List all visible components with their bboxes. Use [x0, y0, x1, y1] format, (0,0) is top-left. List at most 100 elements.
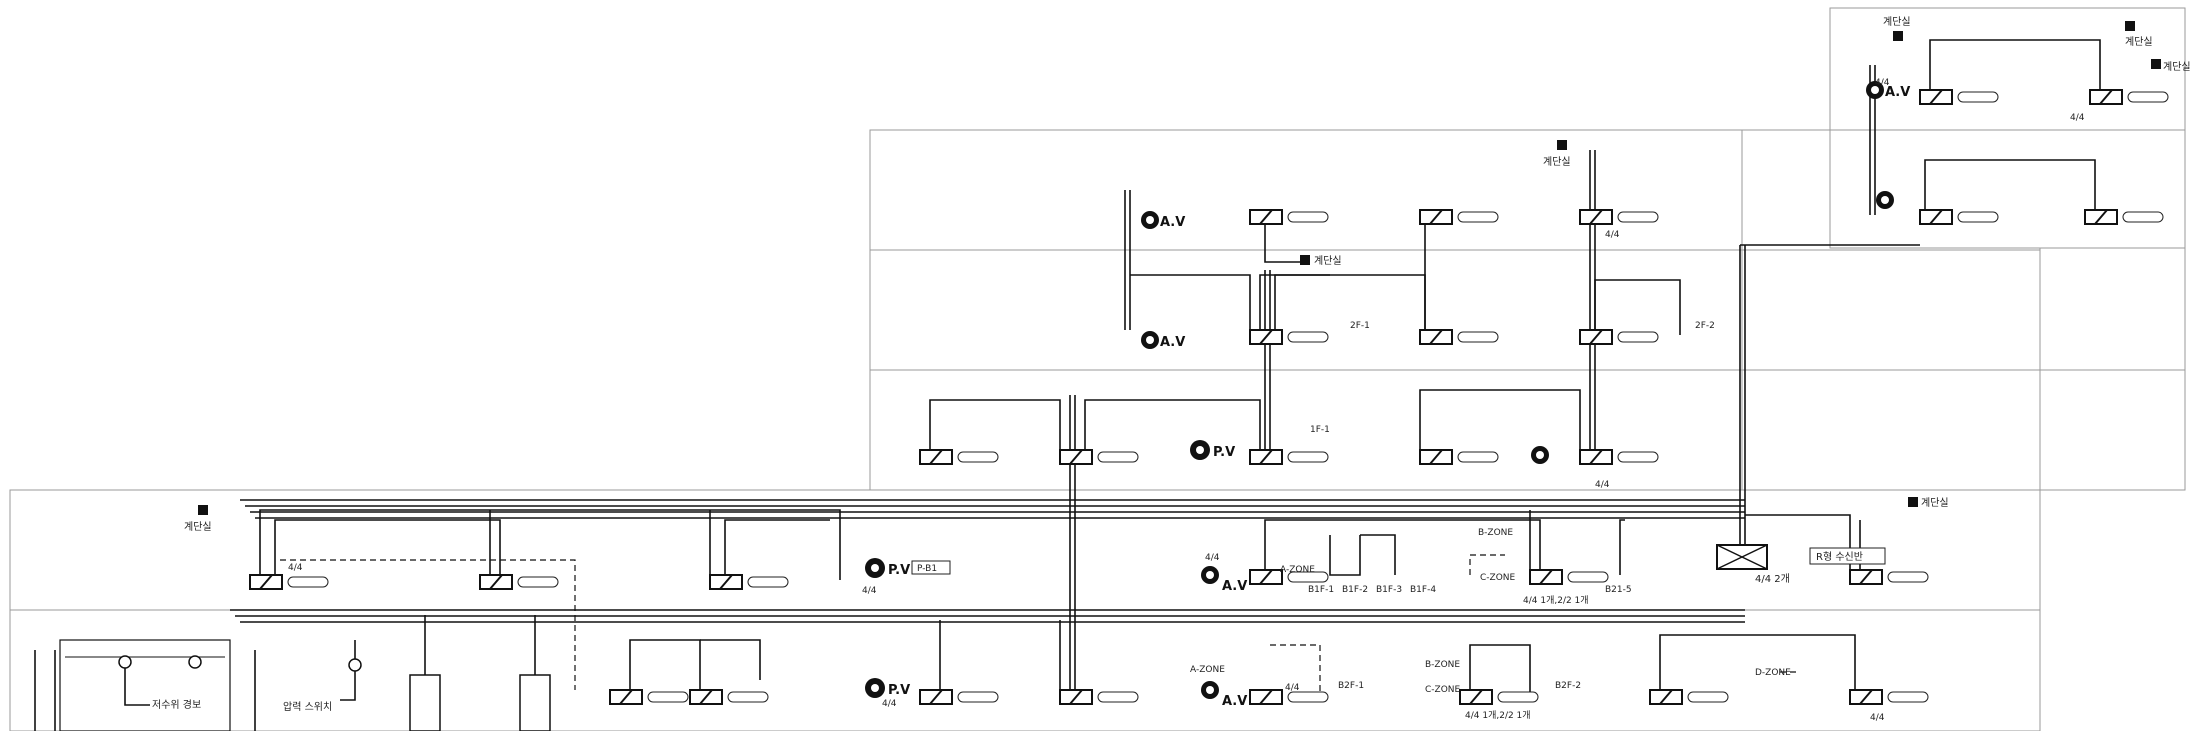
- zone-b-label: B-ZONE: [1425, 660, 1460, 670]
- valve-station-icon: [1419, 449, 1499, 465]
- zone-c-label: C-ZONE: [1480, 573, 1516, 583]
- ratio-mix-label: 4/4 1개,2/2 1개: [1465, 710, 1531, 721]
- valve-station-icon: [919, 689, 999, 705]
- tank-icon: [409, 674, 441, 731]
- alarm-valve-icon: [1201, 681, 1219, 699]
- fire-panel-label: R형 수신반: [1816, 551, 1863, 563]
- zone-label-b2f-2: B2F-2: [1555, 681, 1581, 691]
- av-label-b1: A.V: [1222, 579, 1247, 594]
- alarm-valve-icon: [1141, 331, 1159, 349]
- valve-station-icon: [1059, 689, 1139, 705]
- valve-station-icon: [689, 689, 769, 705]
- zone-c-label: C-ZONE: [1425, 685, 1461, 695]
- valve-station-icon: [2084, 209, 2164, 225]
- valve-stations: [249, 89, 2169, 705]
- valve-station-icon: [1649, 689, 1729, 705]
- preaction-valve-icon: [1190, 440, 1210, 460]
- stair-label-b1-left: 계단실: [184, 521, 212, 533]
- zone-b-label: B-ZONE: [1478, 528, 1513, 538]
- zone-a-label: A-ZONE: [1280, 565, 1315, 575]
- ratio-label: 4/4: [1595, 480, 1610, 490]
- zone-label-b1f-1: B1F-1: [1308, 585, 1334, 595]
- signal-lines: [280, 554, 1800, 700]
- valve-station-icon: [1849, 569, 1929, 585]
- stair-marker-icon: [1893, 31, 1903, 41]
- annotations: 4/4 4/4 4/4 4/4 4/4 4/4 4/4 4/4 4/4 4/4 …: [288, 78, 2085, 723]
- zone-label-b1f-5: B21-5: [1605, 585, 1632, 595]
- pressure-switch-label: 압력 스위치: [283, 700, 332, 713]
- pump-icon: [118, 655, 132, 669]
- valve-station-icon: [479, 574, 559, 590]
- pump-room: 저수위 경보 압력 스위치: [34, 639, 551, 731]
- valve-station-icon: [1249, 569, 1329, 585]
- fire-receiver-panel: R형 수신반 4/4 2개: [1716, 544, 1886, 585]
- ratio-label: 4/4: [288, 563, 303, 573]
- zone-a-label: A-ZONE: [1190, 665, 1225, 675]
- alarm-valve-icon: [1876, 191, 1894, 209]
- stair-label-b1-right: 계단실: [1921, 497, 1949, 509]
- ratio-label: 4/4: [1875, 78, 1890, 88]
- valve-station-icon: [1579, 209, 1659, 225]
- ratio-mix-label: 4/4 1개,2/2 1개: [1523, 595, 1589, 606]
- roof-frame: [1829, 7, 2186, 249]
- valve-station-icon: [1579, 329, 1659, 345]
- av-label-roof: A.V: [1885, 85, 1910, 100]
- zone-label-b1f-4: B1F-4: [1410, 585, 1436, 595]
- valve-station-icon: [1579, 449, 1659, 465]
- stair-markers: 계단실 계단실 계단실 계단실 계단실 계단실 계단실: [184, 16, 2191, 533]
- zone-label-1f-1: 1F-1: [1310, 425, 1330, 435]
- valve-station-icon: [1419, 329, 1499, 345]
- branch-loops: [259, 39, 2101, 695]
- stair-marker-icon: [198, 505, 208, 515]
- valve-station-icon: [1849, 689, 1929, 705]
- valve-station-icon: [1059, 449, 1139, 465]
- av-label-2f: A.V: [1160, 215, 1185, 230]
- preaction-valve-icon: [865, 558, 885, 578]
- valve-station-icon: [1249, 329, 1329, 345]
- alarm-valve-icon: [1866, 81, 1884, 99]
- stair-label-roof-3: 계단실: [2163, 61, 2191, 73]
- zone-label-b2f-1: B2F-1: [1338, 681, 1364, 691]
- zone-label-b1f-3: B1F-3: [1376, 585, 1402, 595]
- valve-station-icon: [1249, 689, 1329, 705]
- stair-label-3f: 계단실: [1543, 156, 1571, 168]
- valve-station-icon: [1919, 89, 1999, 105]
- alarm-valves: A.V A.V A.V A.V A.V: [1141, 81, 1910, 709]
- valve-station-icon: [609, 689, 689, 705]
- low-water-alarm-label: 저수위 경보: [152, 698, 201, 711]
- alarm-valve-icon: [1141, 211, 1159, 229]
- ratio-label: 4/4: [2070, 113, 2085, 123]
- preaction-valve-icon: [865, 678, 885, 698]
- alarm-valve-icon: [1201, 566, 1219, 584]
- stair-label-roof-1: 계단실: [1883, 16, 1911, 28]
- zone-label-b1f-2: B1F-2: [1342, 585, 1368, 595]
- fire-panel-count: 4/4 2개: [1755, 573, 1790, 585]
- pressure-gauge-icon: [348, 658, 362, 672]
- stair-marker-icon: [2151, 59, 2161, 69]
- ratio-label: 4/4: [882, 699, 897, 709]
- tank-icon: [519, 674, 551, 731]
- stair-label-2f: 계단실: [1314, 255, 1342, 267]
- ratio-label: 4/4: [1605, 230, 1620, 240]
- valve-station-icon: [919, 449, 999, 465]
- valve-station-icon: [249, 574, 329, 590]
- stair-marker-icon: [2125, 21, 2135, 31]
- valve-station-icon: [1919, 209, 1999, 225]
- av-label-b2: A.V: [1222, 694, 1247, 709]
- valve-station-icon: [1249, 449, 1329, 465]
- ratio-label: 4/4: [1870, 713, 1885, 723]
- stair-marker-icon: [1908, 497, 1918, 507]
- valve-station-icon: [2089, 89, 2169, 105]
- valve-station-icon: [1419, 209, 1499, 225]
- valve-station-icon: [1249, 209, 1329, 225]
- risers: [424, 65, 1920, 731]
- pb1-label: P-B1: [917, 564, 937, 574]
- ratio-label: 4/4: [862, 586, 877, 596]
- pv-label-1f: P.V: [1213, 445, 1235, 460]
- valve-station-icon: [709, 574, 789, 590]
- upper-floors-frame: [869, 129, 2186, 491]
- pv-label-b1: P.V: [888, 563, 910, 578]
- valve-station-icon: [1459, 689, 1539, 705]
- main-header-pipes: [230, 499, 1745, 623]
